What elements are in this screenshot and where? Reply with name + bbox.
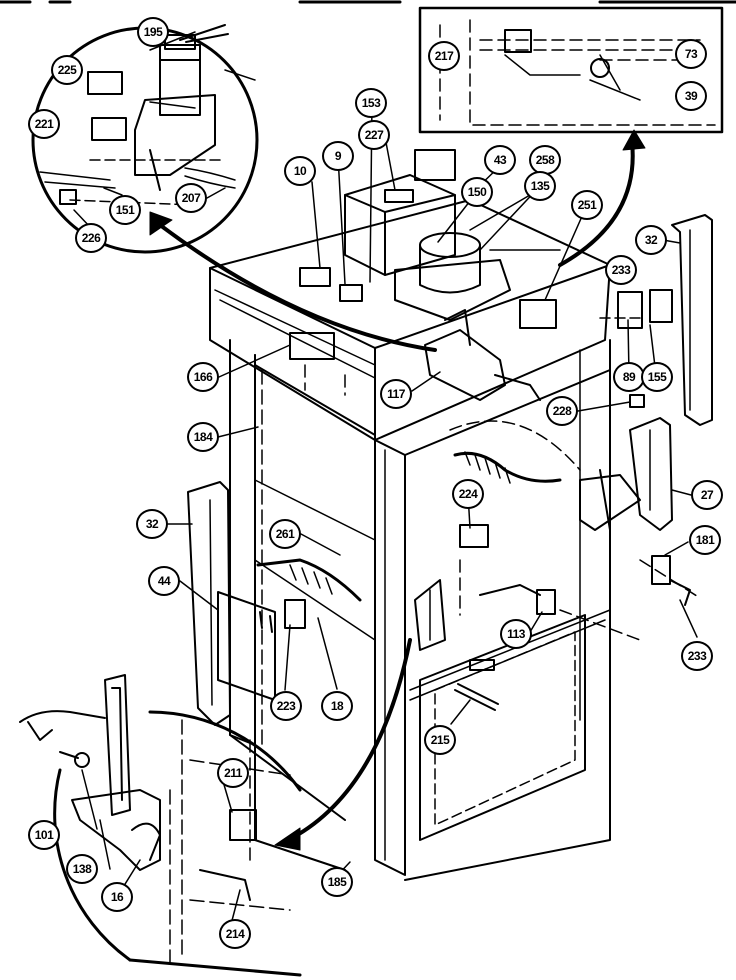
right-upper-panel bbox=[671, 214, 713, 426]
callout-arrows bbox=[149, 129, 646, 851]
upper-right-inset bbox=[418, 6, 724, 134]
right-brackets bbox=[284, 289, 691, 629]
upper-left-inset bbox=[31, 24, 259, 254]
left-side-panel bbox=[187, 481, 231, 726]
control-box bbox=[344, 149, 561, 321]
switch-plate bbox=[217, 591, 276, 701]
latch-assembly bbox=[424, 309, 541, 401]
lower-left-inset bbox=[19, 674, 302, 977]
top-switches bbox=[289, 267, 557, 360]
leader-lines bbox=[249, 364, 701, 861]
cabinet-left-side bbox=[229, 339, 376, 871]
door-springs bbox=[256, 420, 641, 651]
right-mid-panel bbox=[629, 417, 673, 531]
